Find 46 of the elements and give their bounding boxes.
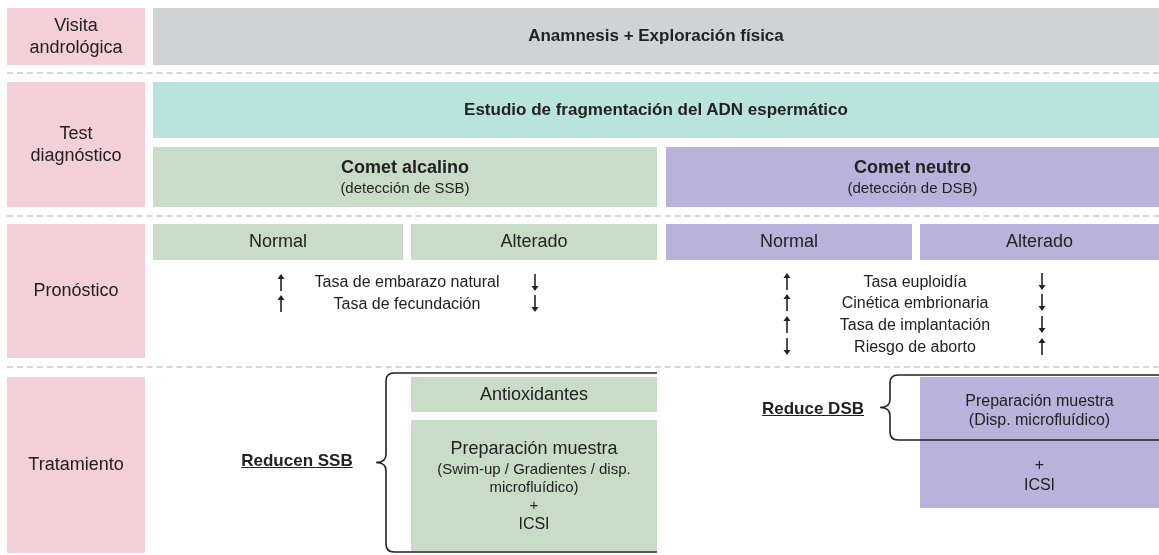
box-text: Alterado	[500, 231, 568, 253]
box-text: Comet alcalino	[341, 157, 469, 179]
outcome-text: Tasa de embarazo natural	[314, 272, 500, 292]
outcome-text: Cinética embrionaria	[841, 293, 989, 313]
box-text: (detección de DSB)	[847, 178, 978, 197]
box-text: Test diagnóstico	[29, 122, 123, 167]
box-text: Normal	[760, 231, 818, 253]
process-box	[666, 224, 912, 260]
box-text: Alterado	[1005, 231, 1073, 253]
box-text: (detección de SSB)	[340, 178, 470, 197]
process-box	[411, 224, 657, 260]
box-text: (Disp. microfluídico)	[968, 410, 1111, 430]
row-header	[7, 224, 145, 358]
process-box	[153, 8, 1159, 65]
box-text: Comet neutro	[854, 157, 971, 179]
row-header	[7, 377, 145, 553]
box-text: Visita andrológica	[28, 14, 124, 59]
process-box	[153, 82, 1159, 138]
outcome-text: Tasa de fecundación	[333, 294, 481, 314]
box-text: Preparación muestra	[965, 391, 1114, 411]
box-text: Antioxidantes	[479, 383, 589, 406]
box-text: ICSI	[1023, 474, 1056, 494]
process-box	[153, 147, 657, 207]
outcome-text: Riesgo de aborto	[854, 337, 976, 357]
row-header	[7, 82, 145, 207]
box-text: Pronóstico	[33, 280, 119, 302]
bracket-label: Reduce DSB	[762, 399, 864, 420]
box-text: +	[529, 495, 539, 514]
process-box	[920, 224, 1159, 260]
process-box	[411, 377, 657, 412]
process-box	[666, 147, 1159, 207]
outcome-text: Tasa de implantación	[839, 315, 991, 335]
box-text: Tratamiento	[28, 454, 124, 476]
outcome-text: Tasa euploidía	[863, 272, 967, 292]
box-text: ICSI	[518, 513, 550, 533]
box-text: Anamnesis + Exploración física	[528, 26, 784, 47]
process-box	[411, 420, 657, 551]
row-header	[7, 8, 145, 65]
box-text: Preparación muestra	[450, 438, 618, 460]
process-box	[920, 377, 1159, 508]
box-text: Normal	[249, 231, 307, 253]
bracket-label: Reducen SSB	[241, 451, 353, 472]
process-box	[153, 224, 403, 260]
box-text: (Swim-up / Gradientes / disp. microfluídico)	[436, 459, 632, 496]
box-text: Estudio de fragmentación del ADN espermático	[464, 99, 848, 121]
box-text: +	[1034, 455, 1045, 475]
